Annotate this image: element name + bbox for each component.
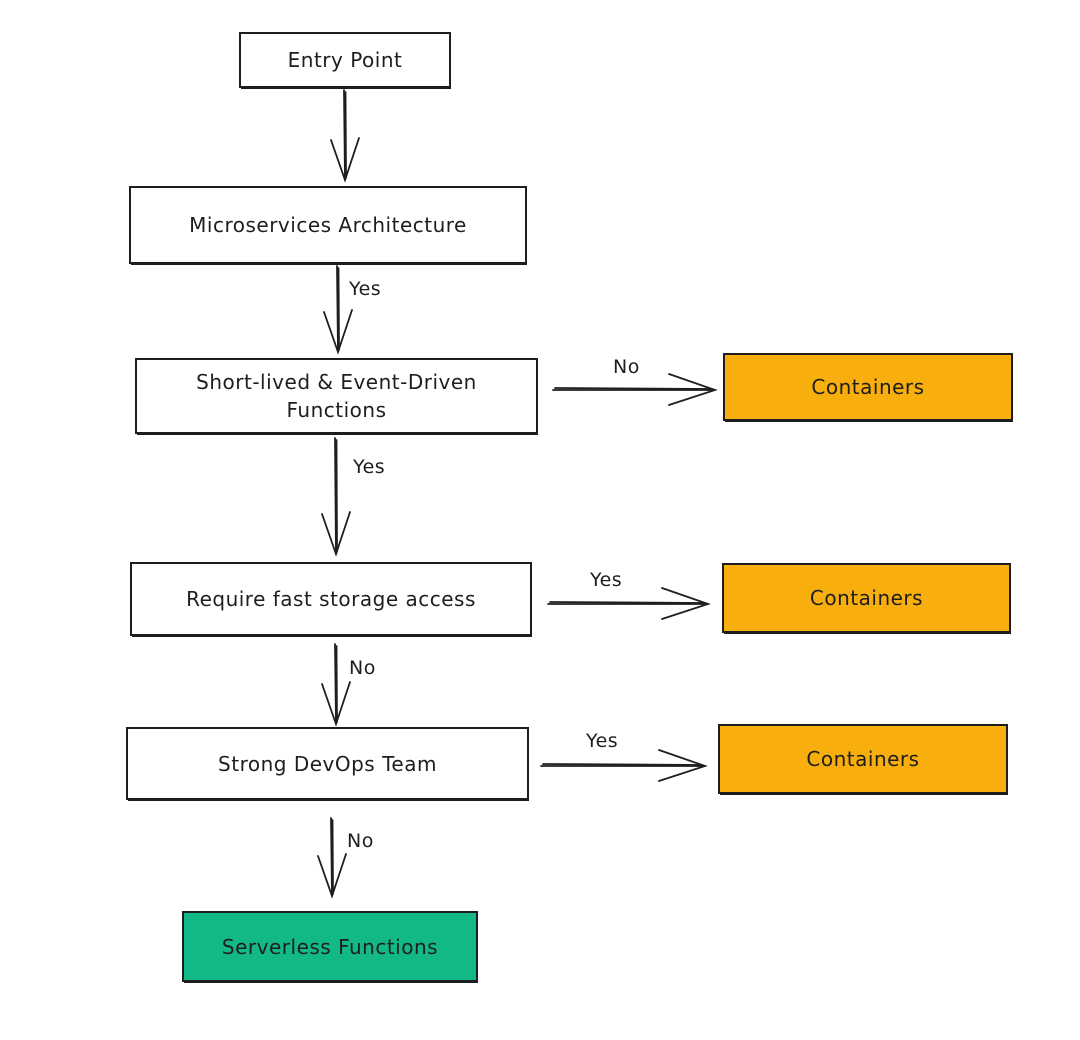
arrow-devops-to-serverless-head bbox=[317, 853, 347, 899]
edge-label-micro-to-short: Yes bbox=[349, 278, 382, 300]
edge-label-storage-to-devops: No bbox=[349, 657, 376, 679]
arrow-micro-to-short-shaft-2 bbox=[337, 267, 340, 351]
arrow-storage-to-devops-shaft bbox=[334, 643, 337, 725]
arrow-storage-to-containers-shaft-2 bbox=[549, 601, 706, 604]
edge-label-storage-to-containers: Yes bbox=[590, 569, 623, 591]
containers-node-1: Containers bbox=[723, 353, 1013, 421]
edge-label-devops-to-serverless: No bbox=[347, 830, 374, 852]
microservices-architecture-node: Microservices Architecture bbox=[129, 186, 527, 264]
microservices-architecture-label: Microservices Architecture bbox=[189, 213, 467, 237]
arrow-devops-to-serverless-shaft-2 bbox=[331, 819, 334, 895]
arrow-devops-to-containers-head bbox=[658, 749, 708, 782]
entry-point-node: Entry Point bbox=[239, 32, 451, 88]
arrow-devops-to-containers-shaft-2 bbox=[542, 763, 703, 766]
serverless-functions-label: Serverless Functions bbox=[221, 934, 439, 959]
containers-label-3: Containers bbox=[806, 747, 920, 771]
serverless-functions-node: Serverless Functions bbox=[182, 911, 478, 982]
arrow-entry-to-micro-head bbox=[330, 137, 360, 183]
arrow-short-to-storage-head bbox=[321, 511, 351, 557]
edge-label-short-to-storage: Yes bbox=[353, 456, 386, 478]
containers-label-1: Containers bbox=[811, 375, 925, 399]
entry-point-label: Entry Point bbox=[287, 48, 403, 72]
arrow-storage-to-containers-head bbox=[661, 587, 711, 620]
arrow-micro-to-short-head bbox=[323, 309, 353, 355]
fast-storage-access-node: Require fast storage access bbox=[130, 562, 532, 636]
arrow-short-to-containers-shaft-2 bbox=[554, 387, 713, 390]
arrow-short-to-containers-head bbox=[668, 373, 718, 406]
arrow-short-to-storage-shaft bbox=[334, 437, 337, 555]
arrow-short-to-storage-shaft-2 bbox=[335, 439, 338, 553]
edge-label-devops-to-containers: Yes bbox=[586, 730, 619, 752]
strong-devops-team-label: Strong DevOps Team bbox=[218, 751, 437, 776]
arrow-devops-to-serverless-shaft bbox=[330, 817, 333, 897]
arrow-micro-to-short-shaft bbox=[336, 265, 339, 353]
arrow-entry-to-micro-shaft bbox=[343, 89, 346, 181]
containers-node-2: Containers bbox=[722, 563, 1011, 633]
containers-node-3: Containers bbox=[718, 724, 1008, 794]
arrow-storage-to-devops-head bbox=[321, 681, 351, 727]
containers-label-2: Containers bbox=[809, 586, 924, 610]
short-lived-event-driven-node: Short-lived & Event-Driven Functions bbox=[135, 358, 538, 434]
strong-devops-team-node: Strong DevOps Team bbox=[126, 727, 529, 800]
arrow-entry-to-micro-shaft-2 bbox=[344, 91, 347, 179]
arrow-storage-to-devops-shaft-2 bbox=[335, 645, 338, 723]
fast-storage-access-label: Require fast storage access bbox=[186, 587, 476, 611]
short-lived-label-line1: Short-lived & Event-Driven bbox=[196, 370, 477, 394]
edge-label-short-to-containers: No bbox=[613, 356, 640, 378]
short-lived-label-line2: Functions bbox=[286, 398, 387, 422]
